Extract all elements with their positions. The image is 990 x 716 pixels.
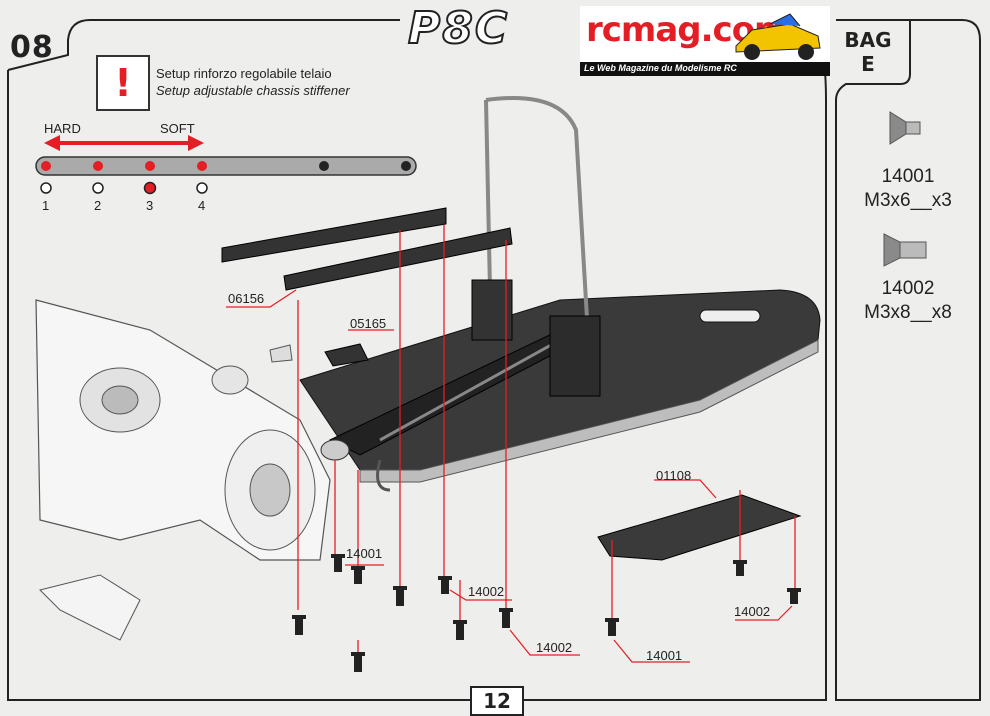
rc-car-icon — [735, 13, 821, 60]
chassis-stiffener — [320, 96, 601, 492]
bag-part-size: M3x6__x3 — [864, 190, 952, 211]
soft-label: SOFT — [160, 121, 195, 136]
note-text-english: Setup adjustable chassis stiffener — [156, 83, 350, 98]
bag-screw-14001-icon — [889, 111, 921, 145]
part-05165 — [324, 343, 369, 367]
page-number: 12 — [470, 686, 524, 716]
watermark-logo: rcmag.com Le Web Magazine du Modelisme R… — [580, 6, 830, 76]
callout-05165: 05165 — [350, 316, 387, 331]
scale-position-1: 1 — [42, 198, 50, 213]
callout-14002: 14002 — [536, 640, 573, 655]
exclamation-icon: ! — [114, 61, 132, 105]
stiffener-bars — [221, 207, 513, 291]
callout-14001: 14001 — [646, 648, 683, 663]
watermark-tagline: Le Web Magazine du Modelisme RC — [584, 63, 737, 73]
screws — [292, 554, 801, 672]
scale-position-3: 3 — [146, 198, 154, 213]
scale-position-2: 2 — [94, 198, 102, 213]
bag-title-line2: E — [861, 52, 875, 76]
bag-screw-14002-icon — [883, 233, 927, 267]
callout-01108: 01108 — [656, 468, 692, 483]
assembly-guides — [297, 225, 796, 660]
bag-title-line1: BAG — [844, 28, 892, 52]
bag-part-code: 14002 — [881, 278, 935, 299]
scale-position-4: 4 — [198, 198, 206, 213]
callout-14002: 14002 — [734, 604, 771, 619]
rear-gearbox-drawing — [35, 299, 331, 641]
bag-title: BAG E — [836, 28, 900, 76]
callout-leaders — [226, 289, 793, 663]
watermark-bar: Le Web Magazine du Modelisme RC — [580, 62, 830, 76]
callout-06156: 06156 — [228, 291, 265, 306]
warning-box: ! — [96, 55, 150, 111]
note-text-italian: Setup rinforzo regolabile telaio — [156, 66, 332, 81]
callout-14001: 14001 — [346, 546, 383, 561]
callout-14002: 14002 — [468, 584, 505, 599]
hard-label: HARD — [44, 121, 81, 136]
part-01108 — [597, 494, 802, 561]
step-number: 08 — [10, 30, 54, 65]
bag-part-size: M3x8__x8 — [864, 302, 952, 323]
chassis-stiffener-scale — [35, 135, 417, 195]
model-name: P8C — [407, 2, 510, 55]
bag-part-code: 14001 — [881, 166, 935, 187]
